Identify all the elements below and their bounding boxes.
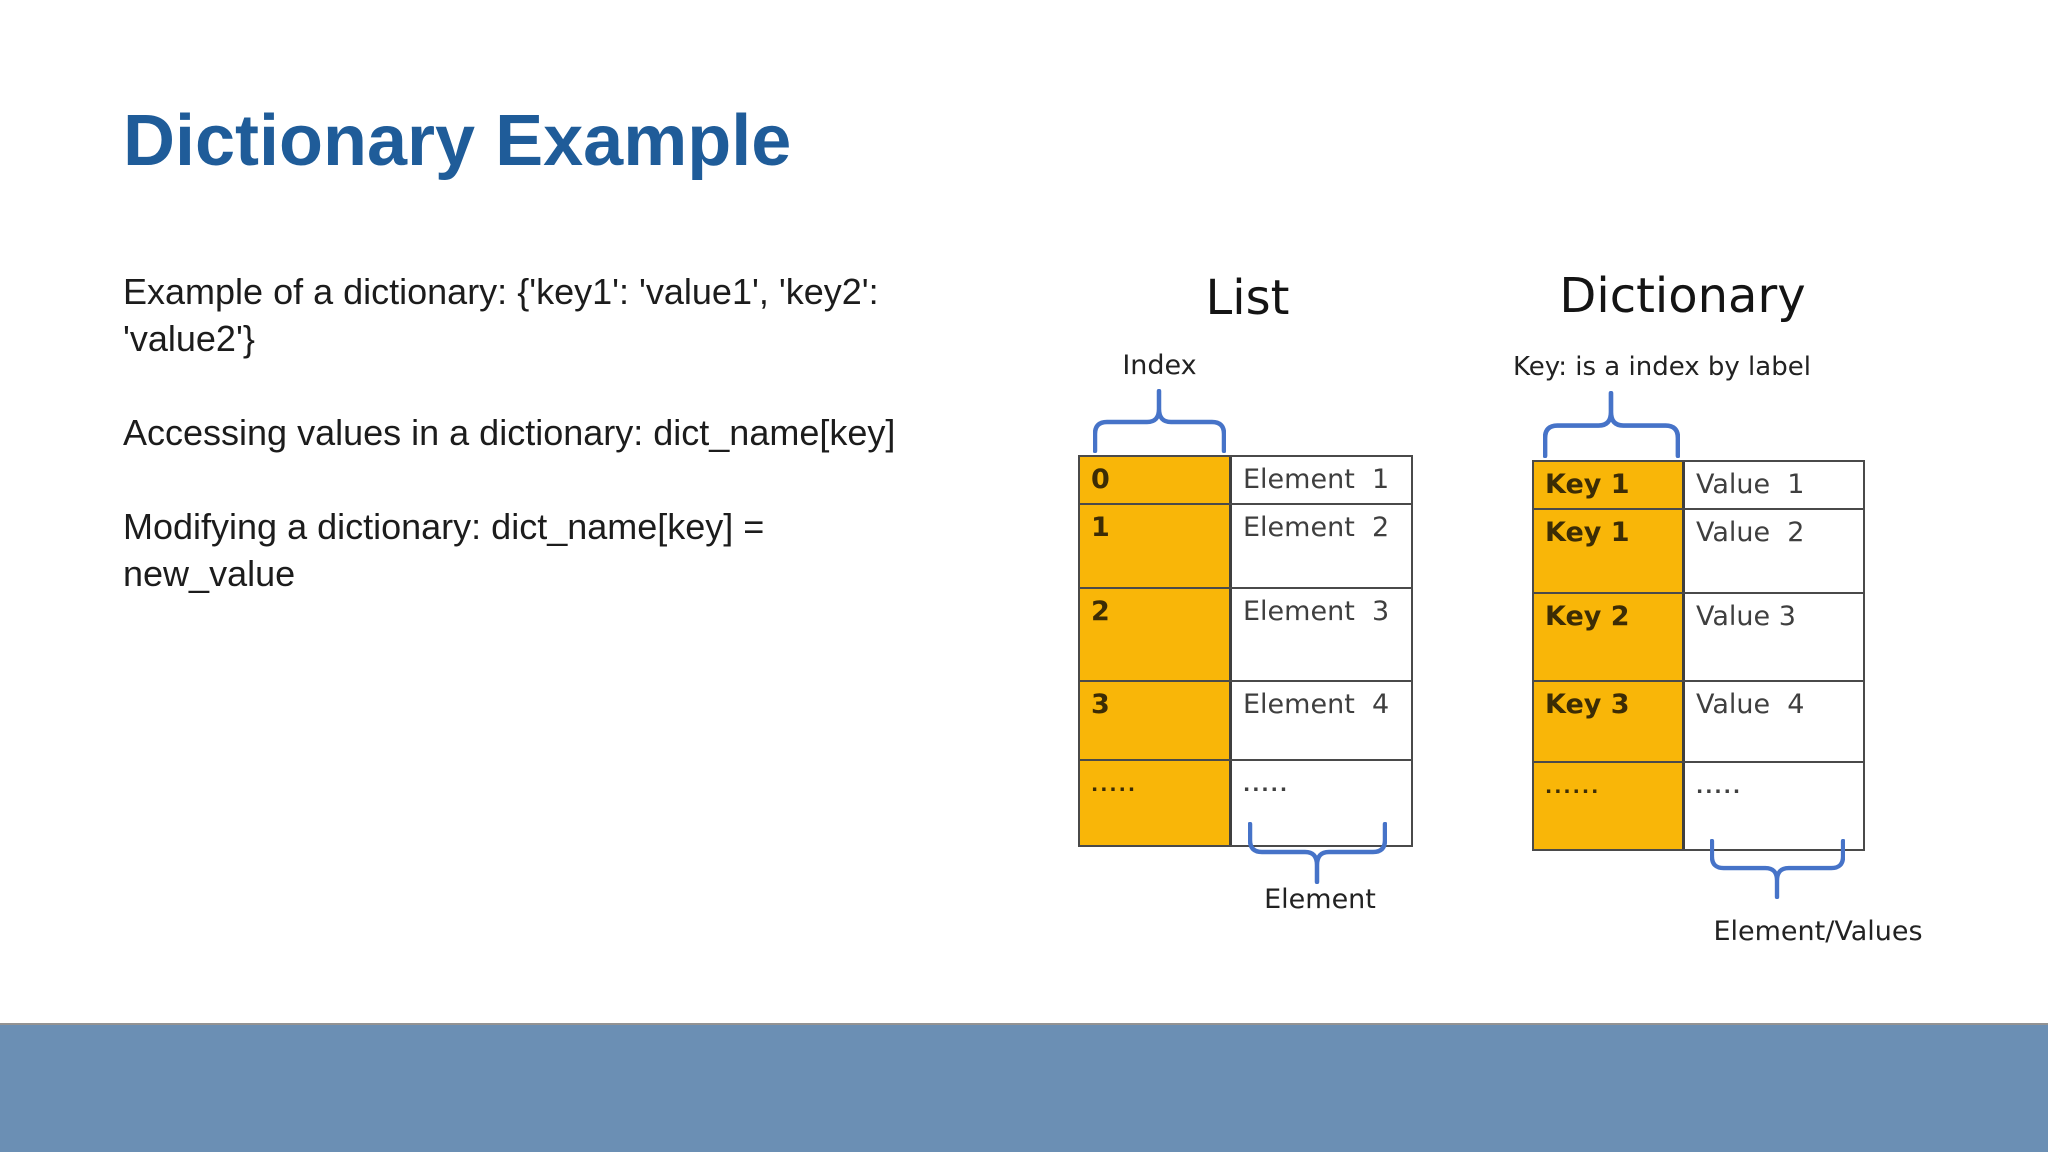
- list-element-cell: Element 4: [1243, 689, 1390, 720]
- list-table: 0 Element 1 1 Element 2 2 Element 3 3 El…: [1078, 455, 1413, 847]
- slide-body-text: Example of a dictionary: {'key1': 'value…: [123, 268, 1083, 644]
- table-row: Key 2 Value 3: [1534, 594, 1863, 682]
- dict-key-cell: ......: [1534, 763, 1685, 849]
- key-brace-icon: [1543, 391, 1680, 458]
- element-brace-icon: [1248, 822, 1387, 884]
- dict-value-cell: Value 1: [1696, 469, 1805, 500]
- list-index-cell: .....: [1080, 761, 1232, 845]
- table-row: 1 Element 2: [1080, 505, 1411, 589]
- table-row: ...... .....: [1534, 763, 1863, 849]
- slide-footer-bar: [0, 1023, 2048, 1152]
- page-title: Dictionary Example: [123, 101, 792, 181]
- list-element-label: Element: [1264, 884, 1376, 915]
- table-row: Key 1 Value 1: [1534, 462, 1863, 510]
- dict-value-cell: Value 2: [1696, 517, 1805, 548]
- dict-value-cell: Value 3: [1696, 601, 1796, 632]
- table-row: 2 Element 3: [1080, 589, 1411, 682]
- list-index-cell: 3: [1080, 682, 1232, 759]
- table-row: Key 3 Value 4: [1534, 682, 1863, 763]
- list-index-cell: 0: [1080, 457, 1232, 503]
- list-element-cell: Element 1: [1243, 464, 1390, 495]
- list-element-cell: Element 3: [1243, 596, 1390, 627]
- dict-key-cell: Key 3: [1534, 682, 1685, 761]
- dictionary-diagram-title: Dictionary: [1559, 268, 1806, 324]
- list-diagram-title: List: [1205, 270, 1290, 326]
- list-index-cell: 1: [1080, 505, 1232, 587]
- paragraph-accessing-values: Accessing values in a dictionary: dict_n…: [123, 412, 896, 453]
- paragraph-modifying-dictionary: Modifying a dictionary: dict_name[key] =…: [123, 506, 765, 594]
- list-index-cell: 2: [1080, 589, 1232, 680]
- dictionary-key-label: Key: is a index by label: [1513, 352, 1811, 382]
- dict-value-cell: .....: [1696, 776, 1743, 798]
- dictionary-table: Key 1 Value 1 Key 1 Value 2 Key 2 Value …: [1532, 460, 1865, 851]
- dict-value-cell: Value 4: [1696, 689, 1805, 720]
- table-row: 0 Element 1: [1080, 457, 1411, 505]
- table-row: Key 1 Value 2: [1534, 510, 1863, 594]
- list-element-cell: .....: [1243, 774, 1290, 796]
- index-brace-icon: [1093, 389, 1226, 453]
- dict-key-cell: Key 1: [1534, 510, 1685, 592]
- list-element-cell: Element 2: [1243, 512, 1390, 543]
- list-index-label: Index: [1122, 350, 1197, 381]
- table-row: 3 Element 4: [1080, 682, 1411, 761]
- table-row: ..... .....: [1080, 761, 1411, 845]
- dictionary-values-label: Element/Values: [1713, 916, 1923, 947]
- dict-key-cell: Key 1: [1534, 462, 1685, 508]
- dict-key-cell: Key 2: [1534, 594, 1685, 680]
- paragraph-dictionary-example: Example of a dictionary: {'key1': 'value…: [123, 271, 879, 359]
- values-brace-icon: [1710, 839, 1845, 899]
